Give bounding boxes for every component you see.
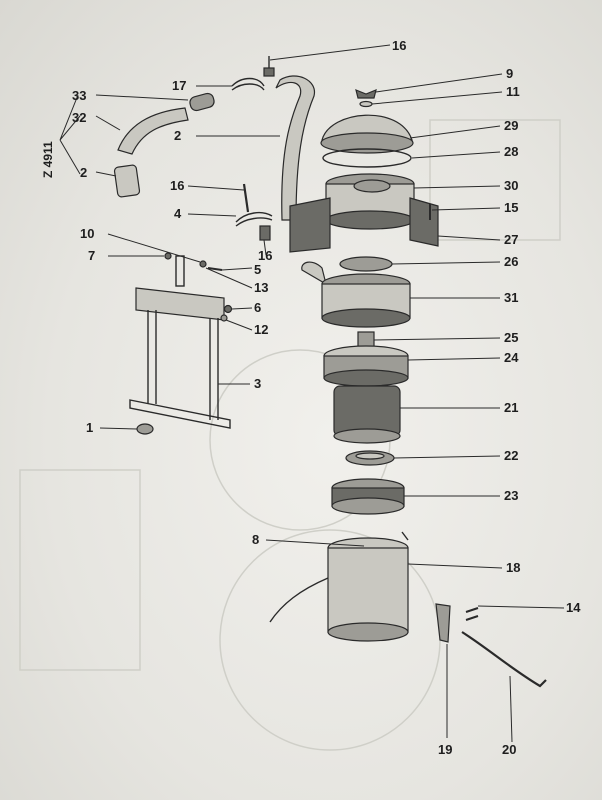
label-19: 19 <box>438 742 452 757</box>
part-31-housing <box>301 261 411 328</box>
part-18-oil-bowl <box>269 531 409 642</box>
part-11-washer <box>359 100 373 108</box>
label-2-short-hose: 2 <box>80 165 87 180</box>
part-4-strap <box>235 211 273 227</box>
filter-stack <box>269 89 439 642</box>
label-15: 15 <box>504 200 518 215</box>
part-27-pleated-band <box>289 197 439 253</box>
label-23: 23 <box>504 488 518 503</box>
label-1: 1 <box>86 420 93 435</box>
label-11: 11 <box>506 84 520 99</box>
label-6: 6 <box>254 300 261 315</box>
label-17: 17 <box>172 78 186 93</box>
part-16-pin <box>242 183 250 213</box>
label-8: 8 <box>252 532 259 547</box>
part-23-perforated-ring <box>331 478 405 515</box>
part-2-short-hose <box>113 164 141 198</box>
label-5: 5 <box>254 262 261 277</box>
label-25: 25 <box>504 330 518 345</box>
label-13: 13 <box>254 280 268 295</box>
label-31: 31 <box>504 290 518 305</box>
part-19-clip <box>435 603 451 643</box>
label-9: 9 <box>506 66 513 81</box>
part-7-nut <box>164 252 172 260</box>
part-9-wing-nut <box>355 89 377 99</box>
label-21: 21 <box>504 400 518 415</box>
label-16-top: 16 <box>392 38 406 53</box>
label-7: 7 <box>88 248 95 263</box>
part-labels: Z 4911 16 17 2 16 4 16 33 32 2 10 7 5 13… <box>41 38 581 757</box>
part-32-curved-hose <box>117 107 189 155</box>
leader-lines <box>59 44 565 743</box>
part-17-clip <box>231 77 265 91</box>
part-30-filter-element <box>325 173 415 230</box>
bottom-right-hardware <box>435 603 547 688</box>
part-16-top-fastener <box>263 56 275 77</box>
label-33: 33 <box>72 88 86 103</box>
label-29: 29 <box>504 118 518 133</box>
part-2-long-hose <box>275 75 315 221</box>
part-20-rod <box>461 631 547 688</box>
label-4: 4 <box>174 206 182 221</box>
part-21-mesh-basket <box>333 385 401 444</box>
label-2-long-hose: 2 <box>174 128 181 143</box>
label-30: 30 <box>504 178 518 193</box>
part-33-sleeve <box>189 92 215 112</box>
label-16-clamp: 16 <box>258 248 272 263</box>
label-20: 20 <box>502 742 516 757</box>
label-18: 18 <box>506 560 520 575</box>
part-16-clamp <box>259 225 271 241</box>
label-16-pin: 16 <box>170 178 184 193</box>
label-10: 10 <box>80 226 94 241</box>
part-5-screw <box>207 267 223 271</box>
doc-code: Z 4911 <box>41 141 55 178</box>
part-1-grommet <box>136 423 154 435</box>
part-13-washer <box>199 260 207 268</box>
label-27: 27 <box>504 232 518 247</box>
hose-group <box>113 56 315 241</box>
part-28-cover-rim <box>322 148 412 168</box>
label-3: 3 <box>254 376 261 391</box>
label-26: 26 <box>504 254 518 269</box>
part-14-pins <box>465 607 479 621</box>
label-22: 22 <box>504 448 518 463</box>
part-6-nut <box>223 304 233 314</box>
part-26-gasket <box>339 256 393 272</box>
part-22-ring <box>345 450 395 466</box>
label-28: 28 <box>504 144 518 159</box>
bracket-group <box>129 252 233 435</box>
part-24-tray <box>323 345 409 387</box>
label-24: 24 <box>504 350 519 365</box>
part-29-dome-cover <box>320 114 414 154</box>
part-3-bracket <box>129 255 231 429</box>
label-14: 14 <box>566 600 581 615</box>
part-12-washer <box>220 314 228 322</box>
label-32: 32 <box>72 110 86 125</box>
label-12: 12 <box>254 322 268 337</box>
